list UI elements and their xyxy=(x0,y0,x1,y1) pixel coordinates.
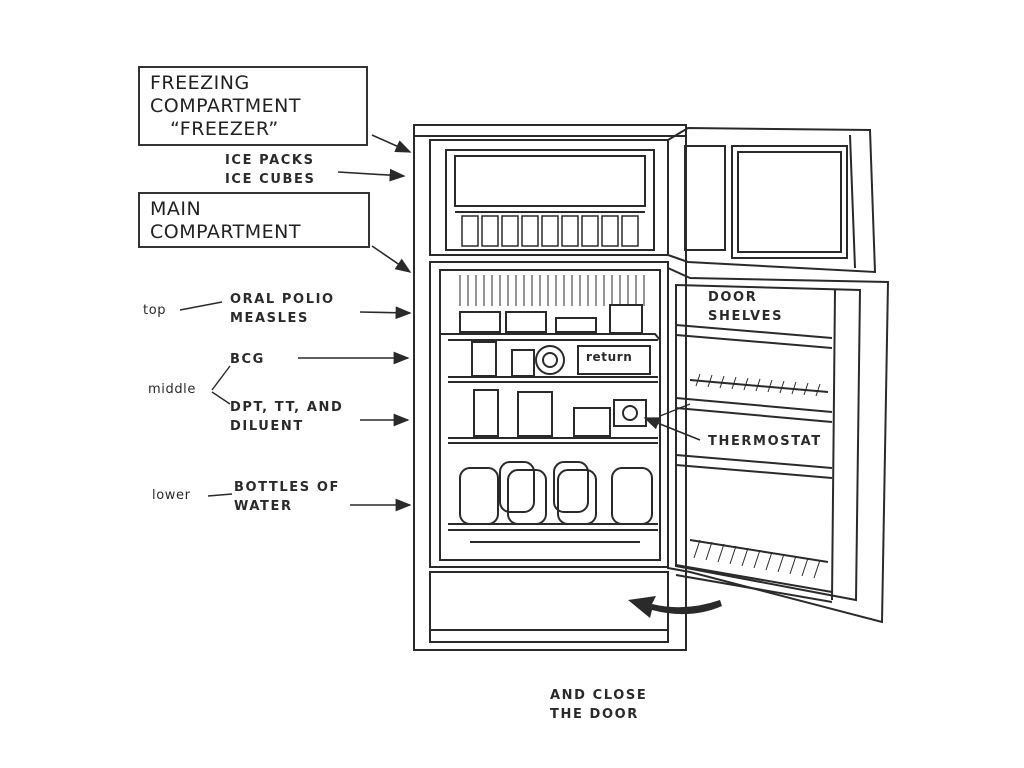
cabinet-outline xyxy=(413,124,687,651)
main-door xyxy=(667,266,890,624)
shelves-text: SHELVES xyxy=(708,309,784,324)
top-label: top xyxy=(143,303,167,318)
lower-label: lower xyxy=(152,488,191,503)
freezer-compartment xyxy=(429,139,669,256)
water-label: BOTTLES OF WATER xyxy=(234,478,340,516)
diluent-text: DILUENT xyxy=(230,419,304,434)
freezer-label-line1: FREEZING xyxy=(150,72,250,94)
main-label-line1: MAIN xyxy=(150,198,202,220)
door-rack-hatching xyxy=(693,373,821,579)
measles-text: MEASLES xyxy=(230,311,309,326)
ice-packs-text: ICE PACKS xyxy=(225,153,315,168)
leader-arrows xyxy=(298,134,701,512)
freezer-door xyxy=(667,126,877,274)
ice-cubes-text: ICE CUBES xyxy=(225,172,316,187)
close-door-arrow xyxy=(628,596,722,618)
main-label-line2: COMPARTMENT xyxy=(150,221,301,243)
main-label-box: MAIN COMPARTMENT xyxy=(138,192,370,248)
water-text: WATER xyxy=(234,499,293,514)
back-wall-hatching xyxy=(459,275,645,306)
freezer-label-line2: COMPARTMENT xyxy=(150,95,301,117)
main-compartment xyxy=(429,261,669,568)
oral-polio-label: ORAL POLIO MEASLES xyxy=(230,290,335,328)
and-close-text: AND CLOSE xyxy=(550,688,648,703)
close-door-label: AND CLOSE THE DOOR xyxy=(550,686,647,724)
door-text: DOOR xyxy=(708,290,758,305)
freezer-label-line3: “FREEZER” xyxy=(170,118,279,140)
door-shelves-label: DOOR SHELVES xyxy=(708,288,783,326)
ice-trays xyxy=(461,215,639,247)
middle-label: middle xyxy=(148,382,196,397)
bottles-of-text: BOTTLES OF xyxy=(234,480,340,495)
the-door-text: THE DOOR xyxy=(550,707,639,722)
ice-label: ICE PACKS ICE CUBES xyxy=(225,151,315,189)
dpt-text: DPT, TT, AND xyxy=(230,400,344,415)
bcg-label: BCG xyxy=(230,352,265,367)
bottom-drawer xyxy=(429,571,669,643)
freezer-label-box: FREEZING COMPARTMENT “FREEZER” xyxy=(138,66,368,146)
dpt-label: DPT, TT, AND DILUENT xyxy=(230,398,343,436)
bracket-lines xyxy=(179,301,691,497)
thermostat-label: THERMOSTAT xyxy=(708,434,822,449)
oral-polio-text: ORAL POLIO xyxy=(230,292,335,307)
return-box-label: return xyxy=(586,350,633,364)
